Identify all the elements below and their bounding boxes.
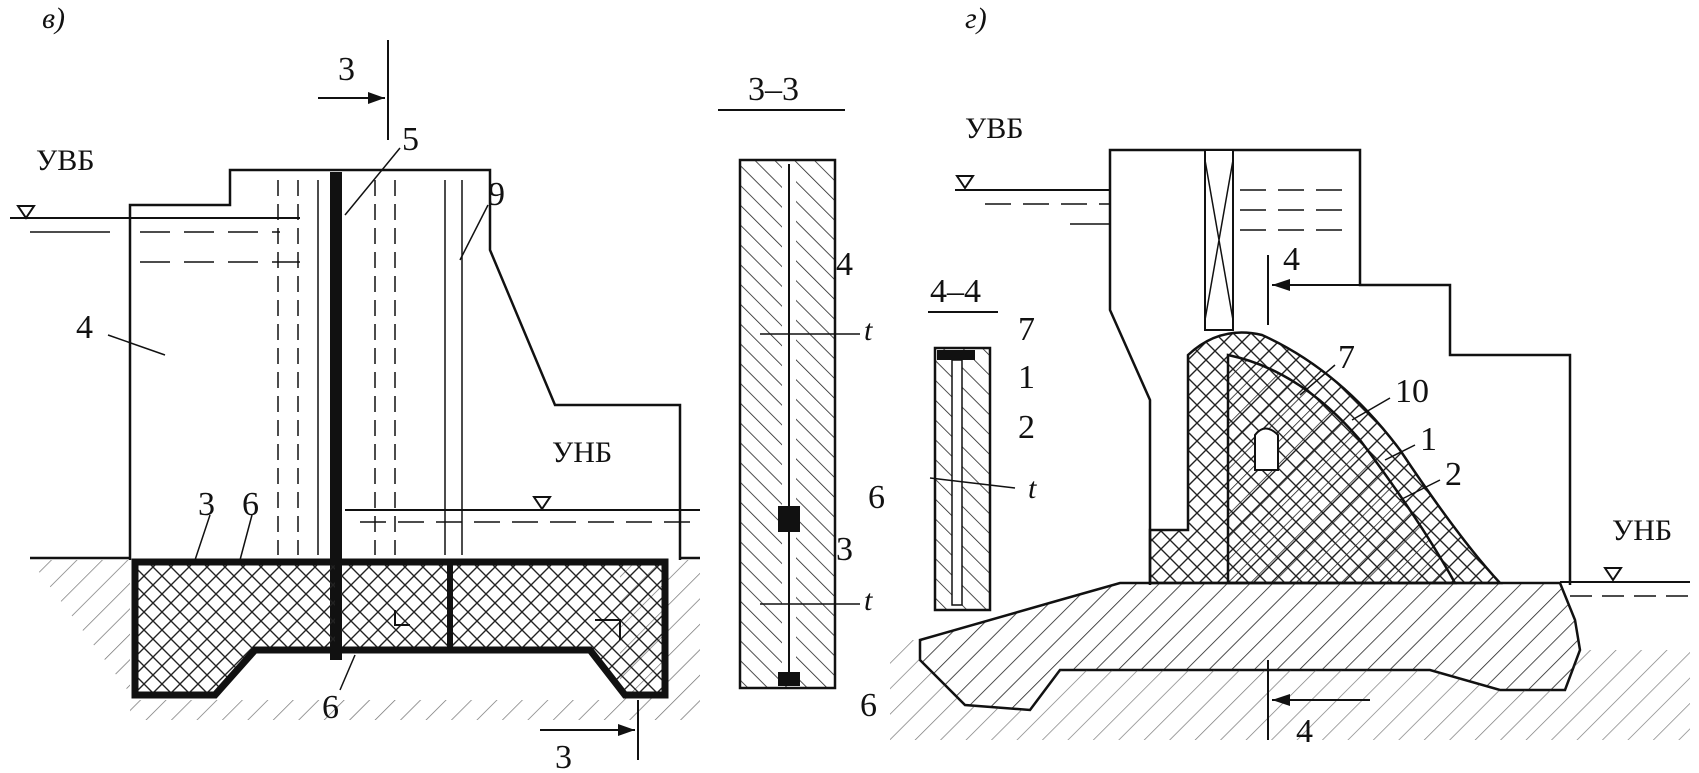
callout-v-4: 4 [76, 309, 93, 346]
panel-v: в) УВБ УНБ 5 9 4 3 6 6 3 3 [10, 2, 700, 773]
inner-body-g [1226, 353, 1458, 585]
diaphragm-v [330, 172, 342, 660]
leader-v [459, 204, 489, 261]
lower-level-marker-g [1603, 567, 1623, 582]
level-label-lower-g: УНБ [1612, 514, 1672, 547]
panel-tag-v: в) [42, 2, 65, 35]
section-4-title: 4–4 [930, 273, 981, 310]
section-3-title: 3–3 [748, 71, 799, 108]
cut-mark-g-top: 4 [1283, 241, 1300, 278]
corner-mark-v [595, 619, 621, 640]
callout-v-5: 5 [402, 121, 419, 158]
callout-v-9: 9 [488, 176, 505, 213]
leader-v [344, 147, 401, 216]
leader-v [239, 514, 253, 561]
callout-g-2: 2 [1445, 456, 1462, 493]
section-4-seam-t: t [1028, 472, 1037, 505]
ground-soil-g [890, 640, 1690, 740]
section-3-seal [778, 506, 800, 532]
section-4-4: 4–4 7 1 2 t [928, 273, 1037, 612]
leader-v [194, 514, 211, 561]
section-4-callout-2: 2 [1018, 409, 1035, 446]
section-3-callout-6: 6 [868, 479, 885, 516]
section-3-callout-3: 3 [836, 531, 853, 568]
leader-g [1351, 397, 1391, 421]
cut-arrowhead-g [1272, 694, 1290, 706]
section-3-callout-6b: 6 [860, 687, 877, 724]
leader-v [107, 334, 166, 356]
cut-mark-v-bottom: 3 [555, 739, 572, 773]
cut-arrowhead-v [618, 724, 635, 736]
section-3-seal-bottom [778, 672, 800, 686]
corner-mark-v [394, 610, 410, 626]
level-label-upper-v: УВБ [36, 144, 94, 177]
leader-g [1299, 364, 1336, 396]
callout-g-7: 7 [1338, 339, 1355, 376]
callout-g-10: 10 [1395, 373, 1429, 410]
section-3-seam-t1: t [864, 314, 873, 347]
cut-mark-v-top: 3 [338, 51, 355, 88]
leader-v [339, 654, 356, 691]
callout-g-1: 1 [1420, 421, 1437, 458]
section-3-3: 3–3 4 6 3 6 t t [718, 71, 885, 724]
panel-tag-g: г) [965, 2, 987, 35]
gallery-g [1254, 427, 1279, 471]
callout-v-6a: 6 [242, 486, 259, 523]
cut-mark-g-bottom: 4 [1296, 713, 1313, 750]
upper-level-marker-v [16, 205, 36, 220]
foundation-block-v [131, 558, 669, 699]
section-4-seam [929, 477, 1016, 489]
section-4-callout-7: 7 [1018, 311, 1035, 348]
section-3-seam-t2: t [864, 584, 873, 617]
upper-level-marker-g [955, 175, 975, 190]
lower-level-marker-v [532, 496, 552, 511]
section-4-cap [937, 350, 975, 360]
section-3-callout-4: 4 [836, 246, 853, 283]
level-label-lower-v: УНБ [552, 436, 612, 469]
leader-g [1399, 479, 1441, 501]
callout-v-6b: 6 [322, 689, 339, 726]
level-label-upper-g: УВБ [965, 112, 1023, 145]
panel-g: г) УВБ УНБ 7 10 1 2 4 4 [890, 2, 1690, 750]
section-4-callout-1: 1 [1018, 359, 1035, 396]
leader-g [1384, 444, 1416, 461]
gate-cross-g [1204, 159, 1234, 321]
section-4-core [951, 359, 963, 606]
cut-arrowhead-v [368, 92, 385, 104]
dam-body-v [128, 168, 682, 560]
cut-arrowhead-g [1272, 279, 1290, 291]
callout-v-3: 3 [198, 486, 215, 523]
